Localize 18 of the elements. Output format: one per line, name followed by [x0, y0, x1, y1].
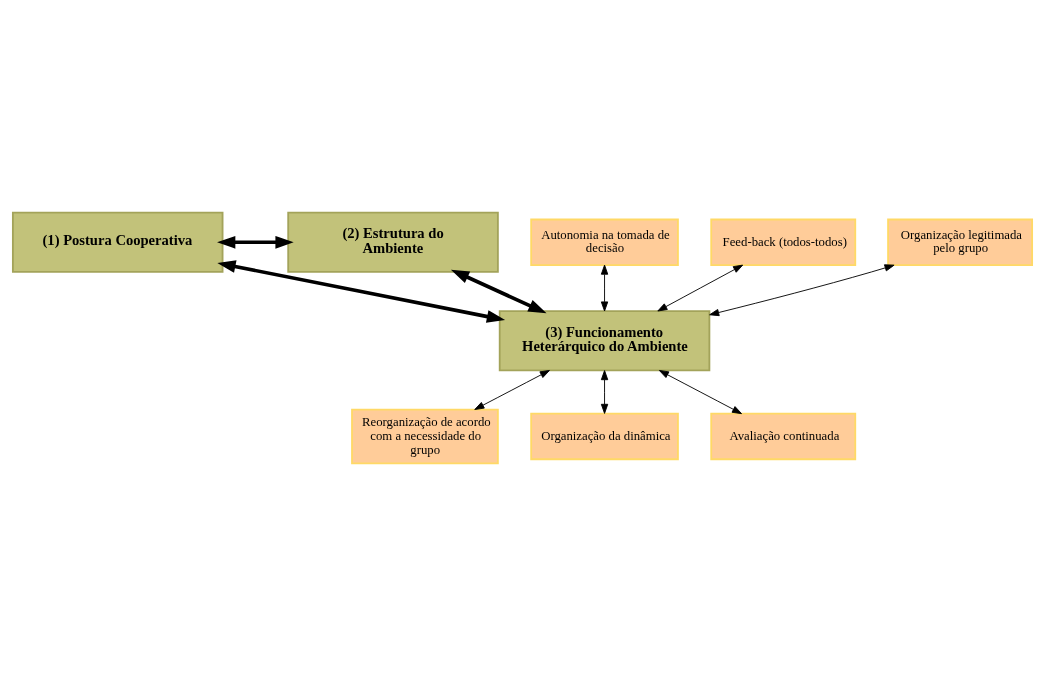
arrow — [600, 369, 609, 414]
node-box: (3) Funcionamento Heterárquico do Ambiente — [498, 309, 711, 371]
node-box: (2) Estrutura do Ambiente — [287, 211, 499, 273]
arrow — [474, 369, 550, 410]
arrow — [658, 369, 743, 414]
arrow — [450, 269, 547, 313]
node-box: Organização legitimada pelo grupo — [887, 218, 1034, 266]
node-box: Avaliação continuada — [710, 412, 857, 460]
arrow — [600, 264, 609, 311]
arrow — [217, 235, 294, 249]
node-box: (1) Postura Cooperativa — [11, 211, 224, 273]
arrow — [709, 263, 895, 316]
node-box: Feed-back (todos-todos) — [710, 218, 857, 266]
arrow — [657, 264, 744, 311]
node-box: Organização da dinâmica — [530, 412, 679, 460]
node-box: Reorganização de acordo com a necessidade do grupo — [351, 408, 499, 464]
arrow — [217, 259, 506, 323]
node-box: Autonomia na tomada de decisão — [530, 218, 679, 266]
